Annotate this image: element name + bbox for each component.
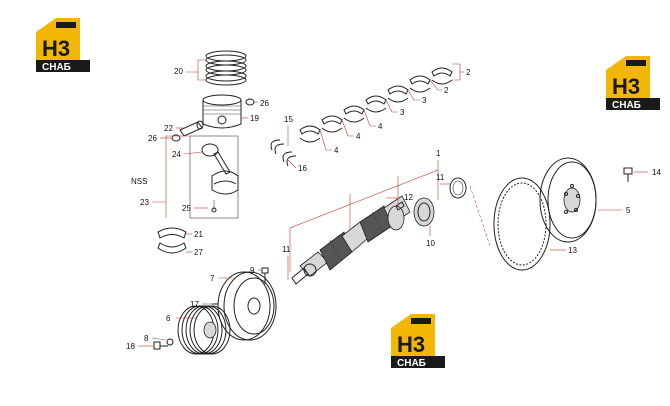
callout-21: 21 bbox=[194, 230, 203, 239]
logo-bottom-center: H3 СНАБ bbox=[391, 314, 445, 369]
leader-lines bbox=[138, 59, 648, 347]
logo-sub-text: СНАБ bbox=[397, 358, 426, 369]
logo-main-text: H3 bbox=[612, 74, 640, 99]
logo-top-left: H3 СНАБ bbox=[36, 18, 90, 73]
callout-7: 7 bbox=[210, 274, 215, 283]
ring-gear bbox=[493, 177, 551, 271]
callout-26-left: 26 bbox=[148, 134, 157, 143]
piston bbox=[202, 94, 242, 129]
callout-4-c: 4 bbox=[334, 146, 339, 155]
piston-pin bbox=[179, 120, 204, 137]
connecting-rod bbox=[189, 135, 239, 219]
vibration-damper bbox=[217, 271, 277, 341]
callout-12: 12 bbox=[404, 193, 413, 202]
flywheel-bolt bbox=[623, 167, 633, 182]
logo-sub-text: СНАБ bbox=[42, 62, 71, 73]
logo-main-text: H3 bbox=[397, 332, 425, 357]
callout-23: 23 bbox=[140, 198, 149, 207]
circlip-right bbox=[245, 98, 255, 106]
callout-2-top: 2 bbox=[466, 68, 471, 77]
crankshaft bbox=[291, 195, 411, 285]
logo-top-right: H3 СНАБ bbox=[606, 56, 660, 111]
washer bbox=[166, 338, 174, 346]
callout-25: 25 bbox=[182, 204, 191, 213]
callout-4-a: 4 bbox=[378, 122, 383, 131]
crank-seal-ring bbox=[449, 177, 467, 199]
rod-bearing-shells bbox=[157, 227, 187, 254]
callout-24: 24 bbox=[172, 150, 181, 159]
pulley-bolt bbox=[153, 341, 168, 350]
main-bearing-shells bbox=[299, 67, 453, 143]
callout-22: 22 bbox=[164, 124, 173, 133]
callout-27: 27 bbox=[194, 248, 203, 257]
nss-label: NSS bbox=[131, 177, 147, 186]
callout-14: 14 bbox=[652, 168, 661, 177]
crank-gear bbox=[413, 197, 435, 227]
callout-10: 10 bbox=[426, 239, 435, 248]
woodruff-key bbox=[395, 201, 405, 211]
callout-5: 5 bbox=[626, 206, 631, 215]
callout-26-right: 26 bbox=[260, 99, 269, 108]
callout-3-top: 3 bbox=[422, 96, 427, 105]
callout-2: 2 bbox=[444, 86, 449, 95]
callout-15: 15 bbox=[284, 115, 293, 124]
callout-16: 16 bbox=[298, 164, 307, 173]
callout-20: 20 bbox=[174, 67, 183, 76]
logo-sub-text: СНАБ bbox=[612, 100, 641, 111]
logo-main-text: H3 bbox=[42, 36, 70, 61]
logo-band bbox=[36, 60, 90, 72]
callout-18: 18 bbox=[126, 342, 135, 351]
callout-13: 13 bbox=[568, 246, 577, 255]
thrust-washers bbox=[270, 139, 297, 167]
flywheel bbox=[539, 157, 597, 243]
callout-11-bottom: 11 bbox=[282, 245, 291, 254]
callout-1: 1 bbox=[436, 149, 441, 158]
callout-9: 9 bbox=[250, 266, 255, 275]
callout-labels: 20 26 19 22 26 24 NSS 23 25 21 27 2 2 3 … bbox=[126, 67, 661, 351]
callout-6: 6 bbox=[166, 314, 171, 323]
callout-8: 8 bbox=[144, 334, 149, 343]
damper-bolt bbox=[261, 267, 269, 284]
crank-pulley bbox=[177, 305, 231, 355]
logo-house-shape bbox=[36, 18, 80, 60]
callout-4-b: 4 bbox=[356, 132, 361, 141]
callout-11-top: 11 bbox=[436, 173, 445, 182]
callout-19: 19 bbox=[250, 114, 259, 123]
piston-rings bbox=[205, 50, 247, 86]
callout-17: 17 bbox=[190, 300, 199, 309]
callout-3: 3 bbox=[400, 108, 405, 117]
